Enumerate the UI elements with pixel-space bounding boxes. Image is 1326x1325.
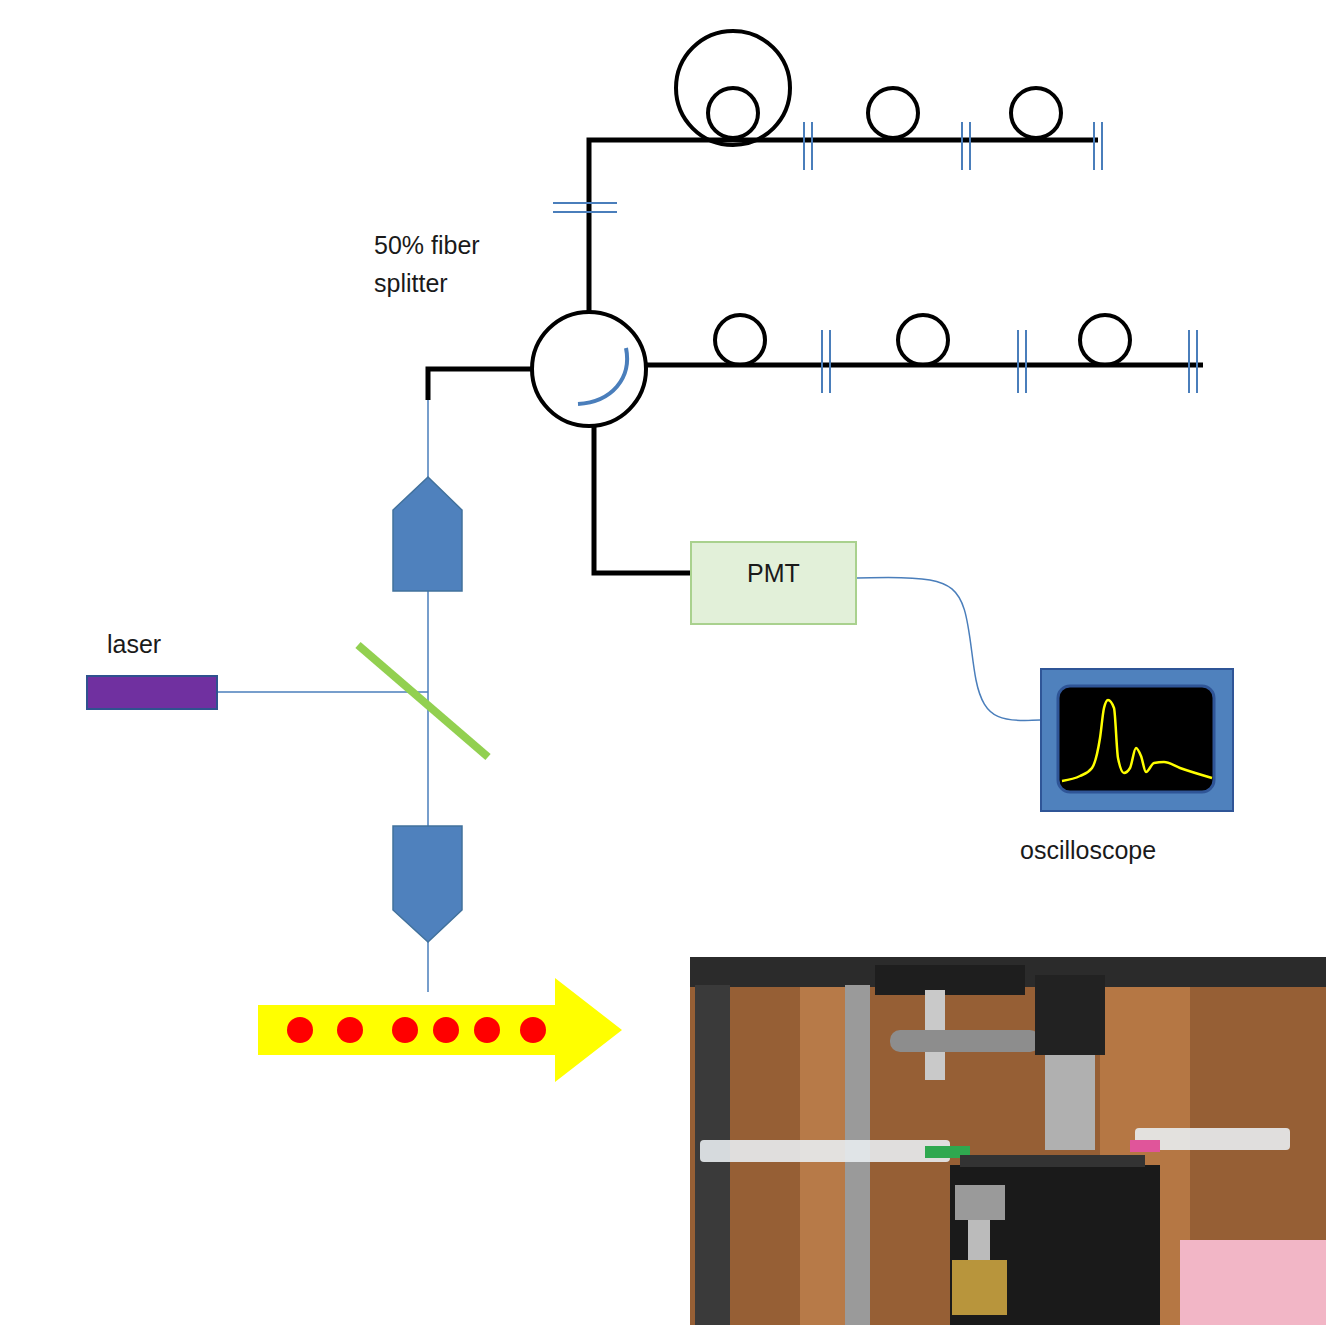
- fiber-loop: [868, 88, 918, 138]
- particle: [392, 1017, 418, 1043]
- fiber-holder: [890, 1030, 1040, 1052]
- connector-mark: [553, 211, 617, 213]
- particles: [287, 1017, 546, 1043]
- particle: [520, 1017, 546, 1043]
- fiber: [589, 140, 1098, 312]
- fiber-loop: [676, 31, 790, 145]
- flow-arrow: [258, 978, 622, 1082]
- knob-shaft: [968, 1220, 990, 1260]
- fiber-collimator: [393, 477, 462, 591]
- connector-mark: [1196, 330, 1198, 393]
- particle: [474, 1017, 500, 1043]
- splitter-arc: [578, 348, 627, 404]
- connector-mark: [553, 202, 617, 204]
- fiber-loop: [898, 315, 948, 365]
- knob: [955, 1185, 1005, 1220]
- connector-mark: [961, 122, 963, 170]
- node-label: PMT: [692, 557, 855, 589]
- fiber-loop: [715, 315, 765, 365]
- particle: [433, 1017, 459, 1043]
- connector-mark: [821, 330, 823, 393]
- photo-background: [690, 957, 1326, 1325]
- objective: [1045, 1055, 1095, 1150]
- connector-mark: [811, 122, 813, 170]
- connector-mark: [1025, 330, 1027, 393]
- connector-mark: [1188, 330, 1190, 393]
- objective-lens: [393, 826, 462, 942]
- syringe: [700, 1140, 950, 1162]
- connector-mark: [1017, 330, 1019, 393]
- scope-screen: [1058, 686, 1214, 792]
- knob: [952, 1260, 1007, 1315]
- splitter-circle: [532, 312, 646, 426]
- connector-mark: [1101, 122, 1103, 170]
- fiber-loop: [708, 88, 758, 138]
- oscilloscope-node: oscilloscope: [1040, 668, 1234, 812]
- scope-trace: [1062, 700, 1212, 781]
- connector-marks: [822, 330, 1197, 393]
- connector-marks: [804, 122, 1102, 170]
- connector-mark: [1093, 122, 1095, 170]
- connector-mark: [803, 122, 805, 170]
- particle: [287, 1017, 313, 1043]
- part-label: 50% fiber splitter: [374, 226, 514, 302]
- fiber: [428, 369, 531, 400]
- fiber: [594, 427, 692, 573]
- connector-mark: [829, 330, 831, 393]
- laser-body: [86, 675, 218, 710]
- node-label: laser: [107, 628, 161, 660]
- laser-node: laser: [86, 628, 218, 712]
- oscilloscope-symbol: [1040, 668, 1234, 812]
- stage-base: [950, 1165, 1160, 1325]
- objective-mount: [1035, 975, 1105, 1055]
- laser-beam: [217, 691, 428, 693]
- stage-block: [875, 965, 1025, 995]
- foam: [1180, 1240, 1326, 1325]
- signal-cable: [857, 577, 1040, 720]
- fiber-loop: [1080, 315, 1130, 365]
- syringe-hub: [1130, 1140, 1160, 1152]
- connector-mark: [969, 122, 971, 170]
- detector-box: PMT: [690, 541, 857, 625]
- node-label: oscilloscope: [1020, 834, 1156, 866]
- fiber-loop: [1011, 88, 1061, 138]
- dichroic-mirror: [358, 645, 488, 757]
- flow-chip: [960, 1155, 1145, 1167]
- particle: [337, 1017, 363, 1043]
- photo-shade: [690, 957, 1326, 1325]
- scope-housing: [1041, 669, 1233, 811]
- photo-inset: [690, 957, 1326, 1325]
